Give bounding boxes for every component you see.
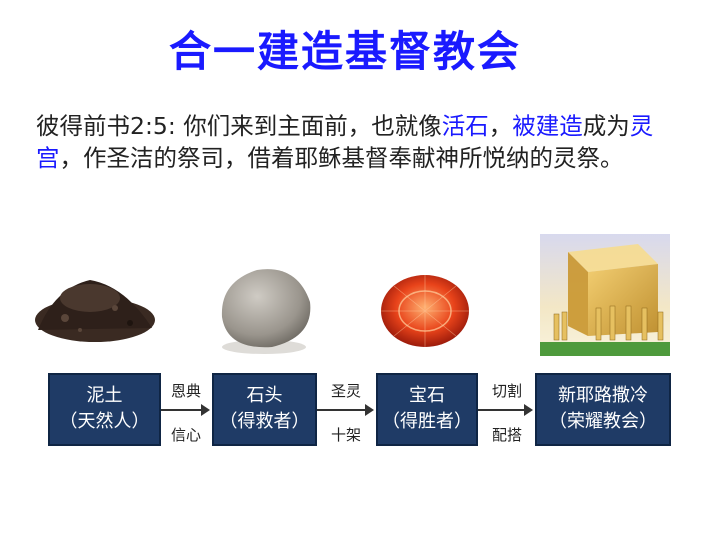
arrow-3-bottom-label: 配搭 [491,426,522,444]
verse-text-2: ， [488,112,513,140]
flow-box-new-jerusalem-subtitle: （荣耀教会） [549,411,657,432]
arrow-right-icon [161,404,210,416]
flow-box-new-jerusalem: 新耶路撒冷 （荣耀教会） [535,373,671,446]
verse-highlight-living-stone: 活石 [441,112,489,140]
flow-box-clay: 泥土 （天然人） [48,373,161,446]
flow-box-new-jerusalem-title: 新耶路撒冷 [558,385,648,406]
arrow-right-icon [478,404,533,416]
verse-highlight-spiritual-house: 灵宫 [36,112,654,172]
arrow-2-top-label: 圣灵 [330,382,361,400]
flow-box-stone: 石头 （得救者） [212,373,317,446]
arrow-right-icon [317,404,374,416]
flow-box-clay-title: 泥土 [86,385,123,406]
flow-box-stone-subtitle: （得救者） [219,411,310,432]
verse-text-4: ，作圣洁的祭司，借着耶稣基督奉献神所悦纳的灵祭。 [59,144,624,172]
flow-box-stone-title: 石头 [246,385,283,406]
arrow-1-bottom-label: 信心 [170,426,201,444]
gemstone-image [378,272,473,350]
verse-highlight-built: 被建造 [512,112,583,140]
arrow-1-top-label: 恩典 [170,382,201,400]
verse-text-1: 彼得前书2:5: 你们来到主面前，也就像 [36,112,442,140]
new-jerusalem-image [540,234,670,356]
flow-box-gem: 宝石 （得胜者） [376,373,478,446]
verse-text-3: 成为 [582,112,630,140]
arrow-3-top-label: 切割 [491,382,522,400]
flow-box-clay-subtitle: （天然人） [59,411,150,432]
soil-image [30,268,160,348]
scripture-verse: 彼得前书2:5: 你们来到主面前，也就像活石，被建造成为灵宫，作圣洁的祭司，借着… [36,110,696,174]
flow-box-gem-title: 宝石 [409,385,445,406]
flow-box-gem-subtitle: （得胜者） [382,411,472,432]
arrow-2-bottom-label: 十架 [330,426,361,444]
stone-image [212,262,317,357]
slide-title: 合一建造基督教会 [168,27,521,76]
